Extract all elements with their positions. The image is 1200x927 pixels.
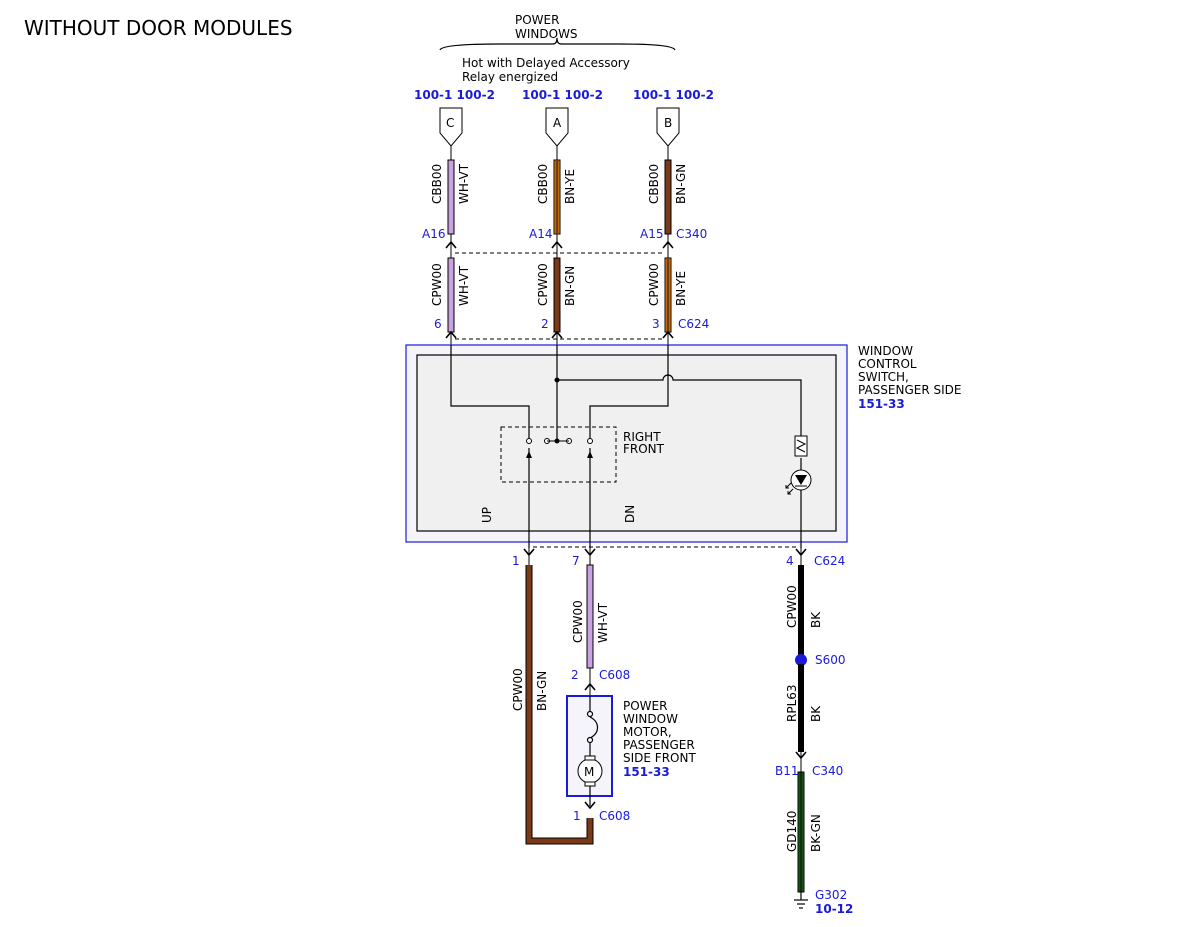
switch-dn-label: DN	[623, 505, 637, 523]
splice-s600	[795, 654, 807, 666]
motor-label-line3: MOTOR,	[623, 725, 672, 739]
wire-cpw00-bn-gn	[553, 257, 561, 333]
ground-symbol-icon	[794, 892, 808, 909]
svg-text:C: C	[446, 116, 454, 130]
wire-up-color: BN-GN	[535, 671, 549, 711]
motor-connector-bottom: C608	[599, 809, 630, 823]
wire-cbb00-bn-ye	[553, 146, 561, 235]
wire-dn-color: WH-VT	[596, 602, 610, 643]
pin-2: 2	[541, 317, 549, 331]
pin-a15: A15	[640, 227, 663, 241]
wire-color-3: BN-YE	[674, 271, 688, 306]
power-note-line1: Hot with Delayed Accessory	[462, 56, 630, 70]
wire-color-c: WH-VT	[457, 163, 471, 204]
switch-label-line2: CONTROL	[858, 357, 917, 371]
ground-w3-circuit: GD140	[785, 811, 799, 852]
page-title: WITHOUT DOOR MODULES	[24, 16, 293, 40]
connector-c624-top: C624	[678, 317, 709, 331]
switch-internal-wiring	[450, 345, 802, 548]
motor-label-line1: POWER	[623, 699, 667, 713]
wire-cpw00-bk	[798, 565, 804, 657]
wire-dn-wh-vt	[586, 564, 594, 669]
motor-label-line2: WINDOW	[623, 712, 678, 726]
power-note-line2: Relay energized	[462, 70, 558, 84]
wire-cpw00-bn-ye	[664, 257, 672, 333]
wire-cbb00-bn-gn	[664, 146, 672, 235]
wire-circuit-6: CPW00	[430, 263, 444, 306]
pin-3: 3	[652, 317, 660, 331]
wire-circuit-3: CPW00	[647, 263, 661, 306]
pin-1: 1	[512, 554, 520, 568]
power-label-line1: POWER	[515, 13, 559, 27]
motor-symbol-letter: M	[584, 765, 594, 779]
feed-ref-a: 100-1 100-2	[522, 88, 603, 102]
wire-circuit-2: CPW00	[536, 263, 550, 306]
wire-color-b: BN-GN	[674, 164, 688, 204]
switch-label-line3: SWITCH,	[858, 370, 909, 384]
motor-ref: 151-33	[623, 765, 670, 779]
wire-color-2: BN-GN	[563, 266, 577, 306]
wire-cpw00-wh-vt	[447, 257, 455, 333]
switch-body	[416, 354, 837, 532]
motor-internal	[586, 696, 599, 806]
switch-up-label: UP	[480, 507, 494, 523]
pin-7: 7	[572, 554, 580, 568]
svg-text:A: A	[553, 116, 562, 130]
wire-color-6: WH-VT	[457, 265, 471, 306]
feed-marker-c: C	[439, 107, 463, 147]
pin-a14: A14	[529, 227, 552, 241]
ground-connector-c340: C340	[812, 764, 843, 778]
wire-color-a: BN-YE	[563, 169, 577, 204]
switch-contacts-box	[500, 426, 617, 483]
motor-label-line4: PASSENGER	[623, 738, 695, 752]
ground-ref: 10-12	[815, 902, 853, 916]
switch-label-line1: WINDOW	[858, 344, 913, 358]
motor-connector-top: C608	[599, 668, 630, 682]
ground-w2-color: BK	[809, 705, 823, 722]
connector-c340-top: C340	[676, 227, 707, 241]
pin-4: 4	[786, 554, 794, 568]
feed-ref-c: 100-1 100-2	[414, 88, 495, 102]
power-label-line2: WINDOWS	[515, 27, 578, 41]
wire-rpl63-bk	[798, 664, 804, 752]
switch-section-line2: FRONT	[623, 442, 665, 456]
wire-up-bn-gn	[526, 565, 593, 844]
wire-circuit-b: CBB00	[647, 164, 661, 204]
ground-label: G302	[815, 888, 847, 902]
ground-w2-circuit: RPL63	[785, 684, 799, 722]
connector-c624-bottom: C624	[814, 554, 845, 568]
switch-section-line1: RIGHT	[623, 430, 661, 444]
motor-pin-top: 2	[571, 668, 579, 682]
ground-w1-circuit: CPW00	[785, 585, 799, 628]
wire-dn-circuit: CPW00	[571, 600, 585, 643]
splice-label: S600	[815, 653, 846, 667]
illumination-led	[785, 469, 812, 495]
wire-cbb00-wh-vt	[447, 146, 455, 235]
svg-text:B: B	[664, 116, 672, 130]
ground-w3-color: BK-GN	[809, 814, 823, 852]
wire-up-circuit: CPW00	[511, 668, 525, 711]
feed-marker-b: B	[656, 107, 680, 147]
feed-marker-a: A	[545, 107, 569, 147]
pin-6: 6	[434, 317, 442, 331]
wire-circuit-a: CBB00	[536, 164, 550, 204]
power-brace	[439, 37, 676, 51]
motor-label-line5: SIDE FRONT	[623, 751, 696, 765]
ground-w1-color: BK	[809, 611, 823, 628]
switch-ref: 151-33	[858, 397, 905, 411]
pin-a16: A16	[422, 227, 445, 241]
wire-circuit-c: CBB00	[430, 164, 444, 204]
feed-ref-b: 100-1 100-2	[633, 88, 714, 102]
ground-pin-b11: B11	[775, 764, 799, 778]
motor-pin-bottom: 1	[573, 809, 581, 823]
switch-label-line4: PASSENGER SIDE	[858, 383, 961, 397]
